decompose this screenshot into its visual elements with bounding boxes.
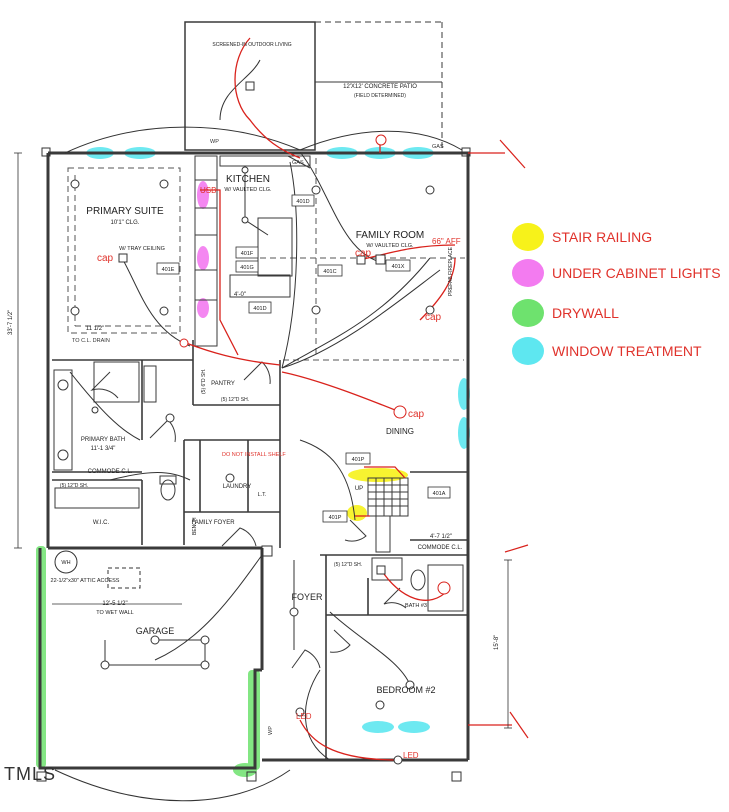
wet-wall-label: TO WET WALL [96, 610, 134, 616]
dimension-lines [14, 152, 512, 729]
tag-401g: 401G [240, 265, 253, 271]
corner-posts [36, 147, 471, 782]
gas-note-2: GAS [432, 144, 444, 150]
primary-bath-sub: 11'-1 3/4" [91, 446, 116, 452]
garage-dimension: 12'-5 1/2" [102, 601, 127, 607]
gas-note-1: GAS [292, 160, 304, 166]
legend-label-under-cabinet-lights: UNDER CABINET LIGHTS [552, 265, 721, 281]
kitchen-label: KITCHEN [226, 174, 270, 185]
commode-label-1: COMMODE C.L. [88, 469, 133, 475]
legend-item-stair-railing: STAIR RAILING [512, 222, 652, 252]
outdoor-area [184, 21, 443, 151]
legend-item-under-cabinet-lights: UNDER CABINET LIGHTS [512, 258, 721, 288]
tag-401a: 401A [433, 491, 446, 497]
up-label: UP [355, 486, 363, 492]
shelf-label-2: (5) 12"D SH. [221, 397, 249, 403]
usb-note: USB [200, 186, 216, 195]
exterior-ticks [468, 139, 529, 739]
interior-walls [52, 340, 468, 760]
tag-boxes [156, 194, 451, 523]
tag-401x: 401X [392, 264, 405, 270]
water-heater [54, 550, 141, 589]
fireplace-label: PREFAB FIREPLACE [448, 246, 454, 296]
wiring-black [54, 59, 463, 802]
tray-label: W/ TRAY CEILING [119, 246, 165, 252]
cap-note-1: cap [97, 253, 114, 264]
tag-401f: 401F [241, 251, 254, 257]
legend-label-drywall: DRYWALL [552, 305, 619, 321]
foyer-label: FOYER [291, 592, 323, 602]
tag-401e: 401E [162, 267, 175, 273]
family-room-sub: W/ VAULTED CLG. [366, 243, 414, 249]
wic-label: W.I.C. [93, 520, 110, 526]
window-treatment-marker-icon [512, 337, 544, 365]
family-room-label: FAMILY ROOM [356, 230, 425, 241]
shelf-label-1: (5) 6"D SH. [201, 369, 207, 394]
family-foyer-label: FAMILY FOYER [191, 520, 235, 526]
bedroom2-label: BEDROOM #2 [376, 685, 435, 695]
garage-label: GARAGE [136, 626, 175, 636]
attic-label: 22-1/2"x30" ATTIC ACCESS [51, 578, 120, 584]
left-dimension: 33'-7 1/2" [8, 310, 14, 335]
commode-dimension: 4'-7 1/2" [430, 534, 452, 540]
tag-401d: 401D [296, 199, 309, 205]
legend-item-window-treatment: WINDOW TREATMENT [512, 336, 702, 366]
under-cabinet-marker-icon [512, 259, 544, 287]
wp-note-1: WP [210, 139, 219, 145]
primary-suite-label: PRIMARY SUITE [86, 206, 164, 217]
door-swings [90, 361, 407, 669]
patio-label: 12'X12' CONCRETE PATIO [343, 84, 417, 90]
wh-label: WH [61, 560, 70, 566]
tag-401p-2: 401P [329, 515, 342, 521]
bath-fixtures [53, 361, 464, 612]
legend-item-drywall: DRYWALL [512, 298, 619, 328]
legend-label-stair-railing: STAIR RAILING [552, 229, 653, 245]
cap-note-3: cap [425, 312, 442, 323]
bath3-label: BATH #3 [405, 603, 427, 609]
laundry-label: LAUNDRY [223, 484, 252, 490]
kitchen-cabinets [194, 155, 311, 347]
patio-note: (FIELD DETERMINED) [354, 93, 406, 99]
tag-401p-1: 401P [352, 457, 365, 463]
stair-railing-marker-icon [512, 223, 544, 251]
tag-401c: 401C [323, 269, 336, 275]
shelf-label-4: (5) 12"D SH. [334, 562, 362, 568]
primary-suite-sub: 10'1" CLG. [111, 220, 140, 226]
under-cabinet-markers [197, 181, 209, 318]
primary-bath-label: PRIMARY BATH [81, 437, 125, 443]
stair-railing-markers [347, 468, 408, 521]
shelf-label-3: (5) 12"D SH. [60, 483, 88, 489]
ceiling-fans [118, 81, 386, 575]
right-dimension: 15'-8" [494, 635, 500, 650]
outdoor-label: SCREENED-IN OUTDOOR LIVING [212, 42, 291, 48]
cap-note-4: cap [408, 409, 425, 420]
do-not-install-note: DO NOT INSTALL SHELF [222, 452, 286, 458]
dining-label: DINING [386, 427, 414, 436]
wp-note-2: WP [268, 726, 274, 735]
drain-note: TO C.L. DRAIN [72, 338, 110, 344]
wiring-red [185, 37, 456, 761]
cap-note-2: cap [355, 248, 372, 259]
aff-note: 66" AFF [432, 237, 461, 246]
legend-label-window-treatment: WINDOW TREATMENT [552, 343, 702, 359]
led-note-2: LED [403, 751, 419, 760]
commode-label-2: COMMODE C.L. [418, 545, 463, 551]
kitchen-dimension: 4'-0" [234, 292, 246, 298]
stairs [367, 477, 409, 553]
kitchen-sub: W/ VAULTED CLG. [224, 187, 272, 193]
pantry-label: PANTRY [211, 381, 235, 387]
drywall-marker-icon [512, 299, 544, 327]
light-fixtures [70, 134, 451, 765]
tmls-watermark: TMLS [4, 764, 57, 784]
bench-label: BENCH [192, 517, 198, 535]
lt-label: L.T. [258, 492, 267, 498]
led-note-1: LED [296, 712, 312, 721]
tag-401d-2: 401D [253, 306, 266, 312]
primary-dimension: 11 1/2" [86, 326, 104, 332]
